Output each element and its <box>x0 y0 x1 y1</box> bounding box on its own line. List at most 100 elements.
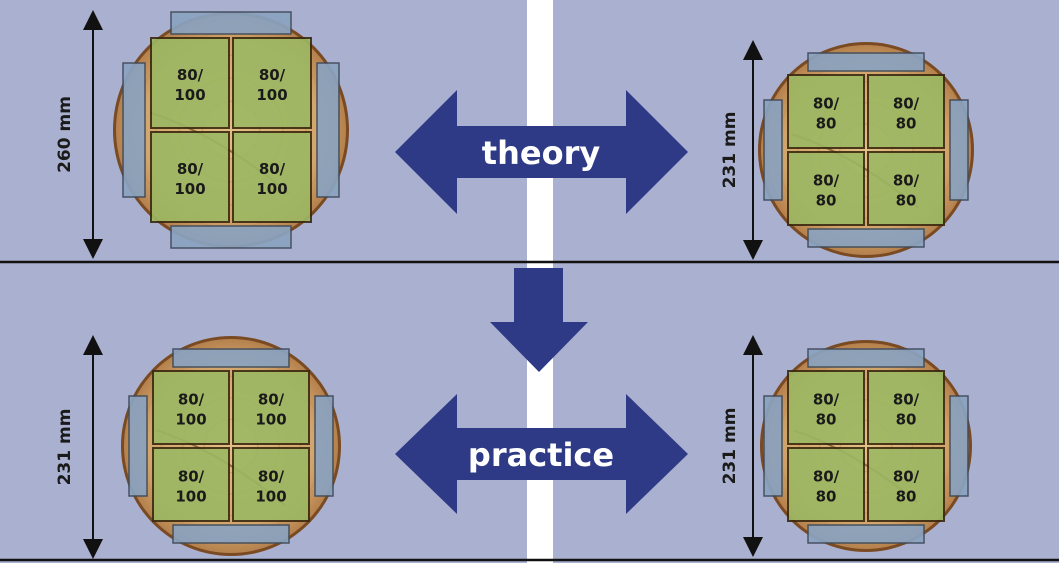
section-label: 80/100 <box>255 391 286 429</box>
section-label-line: 100 <box>174 86 205 104</box>
dimension-label: 260 mm <box>55 96 75 173</box>
section-label-line: 80 <box>896 192 917 210</box>
section-label-line: 100 <box>175 411 206 429</box>
growth-ring <box>155 54 307 206</box>
timber-section <box>867 74 945 149</box>
section-label-line: 80/ <box>893 172 920 190</box>
timber-section <box>867 151 945 226</box>
timber-section <box>152 447 230 522</box>
section-label-line: 80/ <box>258 391 285 409</box>
section-label-line: 80/ <box>813 172 840 190</box>
section-label: 80/80 <box>813 95 840 133</box>
section-label-line: 80/ <box>177 160 204 178</box>
growth-ring <box>839 419 893 473</box>
slab-right <box>949 99 969 201</box>
slab-bottom <box>807 524 925 544</box>
section-label-line: 80 <box>896 411 917 429</box>
section-label-line: 80/ <box>177 66 204 84</box>
slab-top <box>170 11 292 35</box>
section-label-line: 100 <box>255 411 286 429</box>
section-label-line: 100 <box>174 180 205 198</box>
slab-top <box>807 52 925 72</box>
section-label-line: 100 <box>256 180 287 198</box>
section-label-line: 80 <box>816 411 837 429</box>
section-label-line: 100 <box>255 488 286 506</box>
section-label: 80/80 <box>813 172 840 210</box>
section-label: 80/80 <box>893 468 920 506</box>
growth-ring <box>160 375 302 517</box>
theory-label: theory <box>482 134 601 172</box>
growth-ring <box>182 397 280 495</box>
section-label: 80/100 <box>256 66 287 104</box>
section-label-line: 80/ <box>258 468 285 486</box>
dimension-label: 231 mm <box>720 408 740 485</box>
growth-ring <box>178 77 284 183</box>
timber-section <box>787 447 865 522</box>
slab-bottom <box>170 225 292 249</box>
section-label-line: 80 <box>816 488 837 506</box>
slab-top <box>807 348 925 368</box>
section-label-line: 80 <box>896 488 917 506</box>
slab-right <box>314 395 334 497</box>
down-arrow <box>490 268 588 372</box>
growth-ring <box>819 399 913 493</box>
slab-left <box>763 395 783 497</box>
dimension-label: 231 mm <box>55 409 75 486</box>
growth-ring <box>798 378 934 514</box>
section-label: 80/80 <box>893 172 920 210</box>
section-label-line: 80/ <box>813 391 840 409</box>
timber-section <box>150 37 230 129</box>
section-label-line: 100 <box>175 488 206 506</box>
practice-arrow-shape <box>395 394 688 514</box>
dimension-label: 231 mm <box>720 112 740 189</box>
timber-section <box>867 370 945 445</box>
timber-section <box>232 37 312 129</box>
timber-section <box>787 370 865 445</box>
slab-top <box>172 348 290 368</box>
theory-arrow: theory <box>395 90 688 214</box>
section-label-line: 80/ <box>259 160 286 178</box>
timber-section <box>232 131 312 223</box>
section-label: 80/80 <box>893 95 920 133</box>
section-label-line: 80/ <box>893 391 920 409</box>
section-label-line: 80 <box>816 192 837 210</box>
slab-left <box>763 99 783 201</box>
section-label-line: 80/ <box>813 468 840 486</box>
growth-ring <box>201 100 261 160</box>
section-label: 80/100 <box>255 468 286 506</box>
timber-section <box>232 447 310 522</box>
timber-section <box>152 370 230 445</box>
section-label: 80/80 <box>813 468 840 506</box>
section-label-line: 100 <box>256 86 287 104</box>
section-label: 80/80 <box>893 391 920 429</box>
growth-ring <box>203 418 259 474</box>
section-label: 80/100 <box>174 66 205 104</box>
practice-label: practice <box>468 436 614 474</box>
section-label-line: 80/ <box>178 391 205 409</box>
slab-bottom <box>172 524 290 544</box>
section-label: 80/100 <box>175 468 206 506</box>
section-label-line: 80/ <box>893 468 920 486</box>
timber-section <box>867 447 945 522</box>
theory-arrow-shape <box>395 90 688 214</box>
growth-ring <box>839 123 893 177</box>
slab-left <box>128 395 148 497</box>
timber-section <box>150 131 230 223</box>
section-label-line: 80 <box>896 115 917 133</box>
timber-section <box>787 151 865 226</box>
section-label-line: 80 <box>816 115 837 133</box>
slab-left <box>122 62 146 198</box>
slab-right <box>949 395 969 497</box>
section-label-line: 80/ <box>813 95 840 113</box>
practice-arrow: practice <box>395 394 688 514</box>
section-label-line: 80/ <box>259 66 286 84</box>
section-label: 80/80 <box>813 391 840 429</box>
section-label: 80/100 <box>175 391 206 429</box>
section-label: 80/100 <box>174 160 205 198</box>
growth-ring <box>818 102 914 198</box>
growth-ring <box>797 81 935 219</box>
